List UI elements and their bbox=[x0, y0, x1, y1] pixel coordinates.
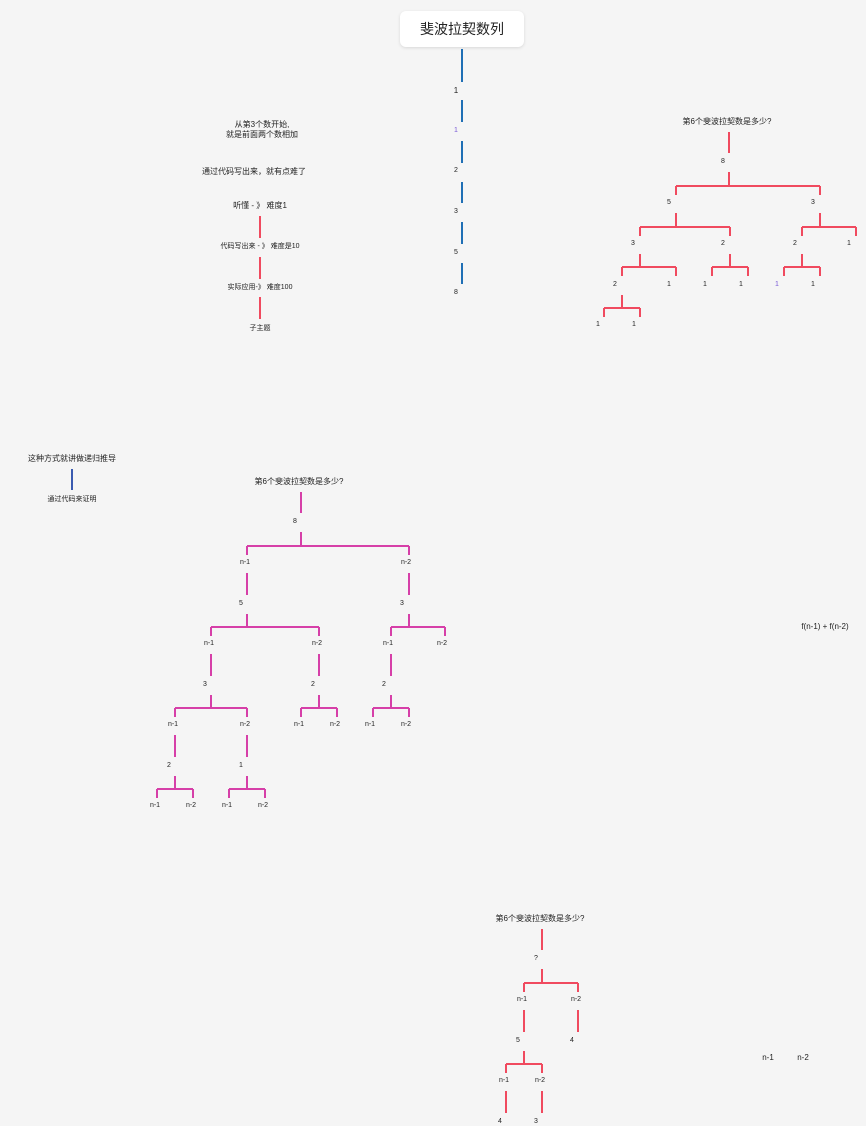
tree3-node[interactable]: n-1 bbox=[516, 996, 528, 1003]
trunk-node-6[interactable]: 8 bbox=[454, 289, 458, 296]
tree2-node[interactable]: 1 bbox=[239, 762, 243, 769]
tree1-node[interactable]: 1 bbox=[811, 281, 815, 288]
subtopic-note[interactable]: 子主题 bbox=[249, 325, 271, 332]
trunk-node-5[interactable]: 5 bbox=[454, 249, 458, 256]
tree1-node[interactable]: 2 bbox=[721, 240, 725, 247]
level-10-note[interactable]: 代码写出来 - 》 难度是10 bbox=[220, 243, 300, 250]
tree2-node[interactable]: n-2 bbox=[185, 802, 197, 809]
tree1-node[interactable]: 1 bbox=[596, 321, 600, 328]
tree3-node[interactable]: n-1 bbox=[498, 1077, 510, 1084]
intro-line-1: 从第3个数开始, bbox=[234, 120, 290, 129]
trunk-node-1[interactable]: 1 bbox=[453, 86, 459, 95]
tree3-node[interactable]: 4 bbox=[498, 1118, 502, 1125]
tree2-connectors bbox=[156, 492, 446, 798]
root-topic[interactable]: 斐波拉契数列 bbox=[400, 11, 524, 47]
intro-line-2: 就是前面两个数相加 bbox=[226, 129, 298, 139]
tree3-node[interactable]: 3 bbox=[534, 1118, 538, 1125]
tree3-node[interactable]: ? bbox=[534, 955, 538, 962]
formula-label[interactable]: f(n-1) + f(n-2) bbox=[801, 622, 849, 631]
tree1-question[interactable]: 第6个斐波拉契数是多少? bbox=[682, 117, 772, 126]
side-label-n-1[interactable]: n-1 bbox=[762, 1053, 774, 1062]
tree2-node[interactable]: n-2 bbox=[436, 640, 448, 647]
tree1-node[interactable]: 1 bbox=[632, 321, 636, 328]
tree2-node[interactable]: n-1 bbox=[221, 802, 233, 809]
tree2-node[interactable]: n-1 bbox=[382, 640, 394, 647]
code-hard-note[interactable]: 通过代码写出来，就有点难了 bbox=[202, 167, 306, 176]
tree1-node[interactable]: 3 bbox=[631, 240, 635, 247]
tree2-node[interactable]: n-2 bbox=[311, 640, 323, 647]
tree2-node[interactable]: n-1 bbox=[167, 721, 179, 728]
tree2-node[interactable]: 3 bbox=[203, 681, 207, 688]
tree2-node[interactable]: n-2 bbox=[329, 721, 341, 728]
side-label-n-2[interactable]: n-2 bbox=[797, 1053, 809, 1062]
tree2-node[interactable]: 3 bbox=[400, 600, 404, 607]
tree1-node[interactable]: 1 bbox=[667, 281, 671, 288]
tree1-node[interactable]: 1 bbox=[703, 281, 707, 288]
tree2-question[interactable]: 第6个斐波拉契数是多少? bbox=[254, 477, 344, 486]
tree1-connectors bbox=[603, 132, 857, 317]
tree3-node[interactable]: 5 bbox=[516, 1037, 520, 1044]
recursion-sub[interactable]: 通过代码来证明 bbox=[47, 496, 97, 503]
tree2-node[interactable]: n-1 bbox=[239, 559, 251, 566]
tree2-node[interactable]: n-1 bbox=[203, 640, 215, 647]
tree2-node[interactable]: 2 bbox=[382, 681, 386, 688]
level-100-note[interactable]: 实际应用-》 难度100 bbox=[227, 284, 293, 291]
tree2-node[interactable]: n-2 bbox=[400, 721, 412, 728]
tree3-node[interactable]: n-2 bbox=[534, 1077, 546, 1084]
tree2-node[interactable]: n-2 bbox=[239, 721, 251, 728]
tree3-question[interactable]: 第6个斐波拉契数是多少? bbox=[495, 914, 585, 923]
tree1-node[interactable]: 2 bbox=[613, 281, 617, 288]
tree2-node[interactable]: n-1 bbox=[364, 721, 376, 728]
tree2-node[interactable]: n-2 bbox=[257, 802, 269, 809]
level-1-note[interactable]: 听懂 - 》 难度1 bbox=[233, 201, 287, 210]
tree3-node[interactable]: 4 bbox=[570, 1037, 574, 1044]
trunk-node-2[interactable]: 1 bbox=[454, 127, 458, 134]
tree3-node[interactable]: n-2 bbox=[570, 996, 582, 1003]
tree1-node[interactable]: 8 bbox=[721, 158, 725, 165]
tree2-node[interactable]: n-1 bbox=[293, 721, 305, 728]
trunk-node-3[interactable]: 2 bbox=[454, 167, 458, 174]
recursion-label[interactable]: 这种方式就讲做递归推导 bbox=[28, 454, 116, 463]
tree1-node[interactable]: 5 bbox=[667, 199, 671, 206]
tree2-node[interactable]: 8 bbox=[293, 518, 297, 525]
tree1-node[interactable]: 1 bbox=[739, 281, 743, 288]
tree3-connectors bbox=[505, 929, 579, 1113]
tree1-node[interactable]: 1 bbox=[847, 240, 851, 247]
tree1-node[interactable]: 1 bbox=[775, 281, 779, 288]
tree1-node[interactable]: 3 bbox=[811, 199, 815, 206]
tree2-node[interactable]: 5 bbox=[239, 600, 243, 607]
intro-note[interactable]: 从第3个数开始, 就是前面两个数相加 bbox=[226, 120, 298, 139]
tree2-node[interactable]: 2 bbox=[311, 681, 315, 688]
tree2-node[interactable]: n-1 bbox=[149, 802, 161, 809]
tree1-node[interactable]: 2 bbox=[793, 240, 797, 247]
tree2-node[interactable]: n-2 bbox=[400, 559, 412, 566]
tree2-node[interactable]: 2 bbox=[167, 762, 171, 769]
trunk-node-4[interactable]: 3 bbox=[454, 208, 458, 215]
